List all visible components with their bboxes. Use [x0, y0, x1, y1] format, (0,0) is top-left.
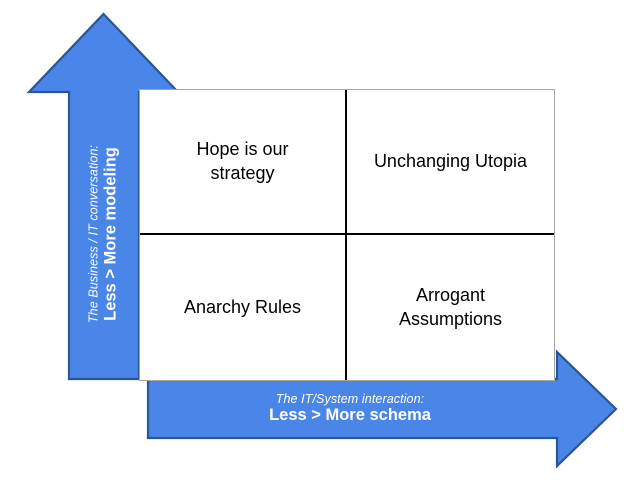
vertical-axis-mainlabel: Less > More modeling [101, 147, 120, 321]
horizontal-axis-label: The IT/System interaction: Less > More s… [150, 383, 550, 435]
vertical-axis-sublabel: The Business / IT conversation: [86, 144, 101, 324]
quadrant-top-right-label: Unchanging Utopia [373, 150, 528, 171]
matrix-row-bottom: Anarchy Rules Arrogant Assumptions [140, 235, 554, 380]
quadrant-bottom-left-label: Anarchy Rules [183, 296, 302, 317]
vertical-axis-label-rotator: The Business / IT conversation: Less > M… [87, 95, 122, 373]
quadrant-top-left[interactable]: Hope is our strategy [140, 90, 347, 233]
quadrant-top-right[interactable]: Unchanging Utopia [347, 90, 554, 233]
matrix-row-top: Hope is our strategy Unchanging Utopia [140, 90, 554, 235]
horizontal-axis-mainlabel: Less > More schema [269, 406, 431, 425]
vertical-axis-label: The Business / IT conversation: Less > M… [72, 95, 136, 373]
quadrant-bottom-left[interactable]: Anarchy Rules [140, 235, 347, 380]
quadrant-bottom-right[interactable]: Arrogant Assumptions [347, 235, 554, 380]
quadrant-top-left-label: Hope is our strategy [196, 139, 289, 183]
quadrant-matrix: Hope is our strategy Unchanging Utopia A… [139, 89, 555, 381]
horizontal-axis-sublabel: The IT/System interaction: [275, 391, 425, 406]
quadrant-bottom-right-label: Arrogant Assumptions [398, 285, 503, 329]
